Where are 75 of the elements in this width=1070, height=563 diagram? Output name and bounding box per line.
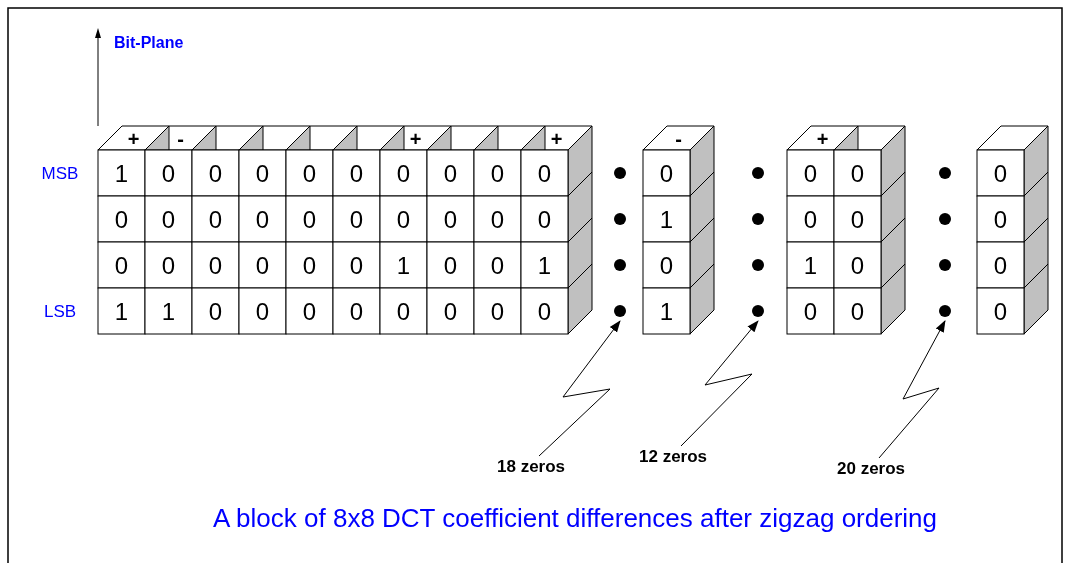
- bit-value: 0: [349, 208, 364, 232]
- bit-value: 0: [490, 254, 505, 278]
- bit-value: 0: [850, 208, 865, 232]
- bit-value: 0: [302, 162, 317, 186]
- sign-symbol: +: [816, 129, 829, 149]
- sign-symbol: -: [675, 129, 682, 149]
- bit-value: 0: [803, 162, 818, 186]
- count-label: 18 zeros: [497, 458, 566, 475]
- leader-arrow: [680, 320, 759, 447]
- bit-value: 0: [850, 162, 865, 186]
- axis-title: Bit-Plane: [114, 35, 184, 51]
- bit-value: 0: [114, 254, 129, 278]
- bit-value: 1: [537, 254, 552, 278]
- count-label: 20 zeros: [837, 460, 906, 477]
- bit-value: 0: [993, 300, 1008, 324]
- ellipsis-dots: [750, 165, 766, 319]
- bit-value: 0: [850, 300, 865, 324]
- bit-value: 0: [255, 300, 270, 324]
- bit-value: 0: [443, 254, 458, 278]
- bit-value: 0: [161, 208, 176, 232]
- bit-value: 0: [396, 300, 411, 324]
- diagram-caption: A block of 8x8 DCT coefficient differences after zigzag ordering: [212, 505, 938, 531]
- bit-value: 0: [803, 208, 818, 232]
- bit-value: 0: [349, 300, 364, 324]
- bit-value: 1: [396, 254, 411, 278]
- bit-value: 0: [850, 254, 865, 278]
- bit-value: 0: [443, 300, 458, 324]
- bit-value: 0: [993, 162, 1008, 186]
- bit-value: 0: [659, 162, 674, 186]
- bit-value: 0: [208, 162, 223, 186]
- bit-value: 1: [114, 162, 129, 186]
- bit-value: 0: [255, 208, 270, 232]
- bit-value: 0: [114, 208, 129, 232]
- bit-value: 1: [161, 300, 176, 324]
- bit-value: 0: [396, 208, 411, 232]
- bit-value: 0: [349, 162, 364, 186]
- bit-value: 0: [302, 208, 317, 232]
- count-label: 12 zeros: [639, 448, 708, 465]
- bit-value: 0: [443, 162, 458, 186]
- row-label: MSB: [41, 164, 79, 182]
- bit-value: 0: [993, 254, 1008, 278]
- leader-arrow: [538, 320, 621, 457]
- bit-value: 1: [114, 300, 129, 324]
- bit-value: 0: [490, 300, 505, 324]
- bit-value: 0: [255, 162, 270, 186]
- bit-value: 0: [208, 208, 223, 232]
- bit-value: 0: [659, 254, 674, 278]
- bit-value: 0: [302, 254, 317, 278]
- bit-value: 1: [659, 300, 674, 324]
- bit-value: 0: [208, 300, 223, 324]
- bit-value: 0: [161, 162, 176, 186]
- bit-value: 0: [302, 300, 317, 324]
- bit-value: 1: [803, 254, 818, 278]
- bit-value: 0: [161, 254, 176, 278]
- ellipsis-dots: [937, 165, 953, 319]
- bit-value: 0: [993, 208, 1008, 232]
- bit-value: 0: [537, 162, 552, 186]
- bit-value: 0: [803, 300, 818, 324]
- bit-value: 1: [659, 208, 674, 232]
- sign-symbol: +: [409, 129, 422, 149]
- bit-value: 0: [443, 208, 458, 232]
- bit-value: 0: [490, 208, 505, 232]
- bit-value: 0: [255, 254, 270, 278]
- bit-value: 0: [537, 208, 552, 232]
- ellipsis-dots: [612, 165, 628, 319]
- sign-symbol: +: [127, 129, 140, 149]
- bit-value: 0: [396, 162, 411, 186]
- bit-value: 0: [537, 300, 552, 324]
- bit-value: 0: [490, 162, 505, 186]
- bit-value: 0: [349, 254, 364, 278]
- sign-symbol: +: [550, 129, 563, 149]
- bit-value: 0: [208, 254, 223, 278]
- leader-arrow: [878, 320, 946, 459]
- row-label: LSB: [43, 302, 77, 320]
- sign-symbol: -: [177, 129, 184, 149]
